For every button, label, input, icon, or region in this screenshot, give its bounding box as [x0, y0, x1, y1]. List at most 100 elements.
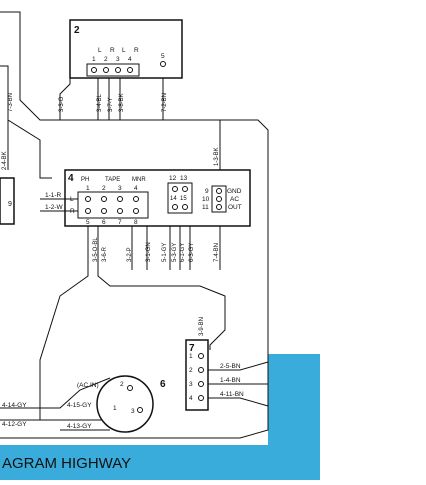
block-4-top-pin-4: 4	[134, 185, 138, 192]
block-4-top-pin-1: 1	[86, 185, 90, 192]
block-4-mid-14: 14	[170, 196, 177, 202]
wire-bus-2	[97, 226, 226, 350]
block-4-mid-15: 15	[180, 196, 187, 202]
block-4-mid-12: 12	[169, 175, 177, 182]
wire-7-3	[208, 397, 269, 407]
wire-label-2-5-bn: 2-5-BN	[220, 363, 241, 370]
block-7-pin-label-3: 3	[189, 381, 193, 388]
wire-top-left	[19, 30, 110, 121]
wire-label-2-4-bk: 2-4-BK	[2, 151, 8, 170]
block-4-top-pin-3: 3	[118, 185, 122, 192]
block-2-id: 2	[74, 25, 80, 36]
accent-panel	[268, 354, 320, 448]
block-4-pin-8	[133, 208, 139, 214]
block-4-pin-9	[216, 188, 222, 194]
wire-label-3-7-y: 3-7-Y	[108, 97, 114, 112]
wire-label-3-1-gn: 3-1-GN	[146, 242, 152, 262]
block-2-pin-5	[160, 61, 166, 67]
block-4-mid-13: 13	[180, 175, 188, 182]
block-2-pin-label-3: 3	[116, 56, 120, 63]
wire-label-4-13-gy: 4-13-GY	[67, 423, 92, 430]
block-4-bottom-pin-6: 6	[102, 219, 106, 226]
accent-panel-bottom	[0, 445, 320, 480]
block-2-connector	[86, 63, 140, 77]
block-7-pin-4	[198, 395, 204, 401]
block-2-pin-4	[127, 67, 133, 73]
wire-label-6-3-gy: 6-3-GY	[189, 243, 195, 262]
block-4-pin-1	[85, 196, 91, 202]
wire-label-4-12-gy: 4-12-GY	[2, 421, 27, 428]
wire-label-1-1-r: 1-1-R	[45, 192, 62, 199]
block-4-group-mnr: MNR	[132, 177, 146, 183]
block-4-out: OUT	[228, 204, 242, 211]
block-4-bottom-pin-7: 7	[118, 219, 122, 226]
block-2-letter-4: R	[134, 47, 139, 54]
block-4-pin-5	[85, 208, 91, 214]
block-4-pin-2	[101, 196, 107, 202]
wire-label-3-3-o: 3-3-O	[59, 96, 65, 112]
block-4-connector-main	[77, 191, 149, 219]
block-2-letter-1: L	[98, 47, 102, 54]
left-block-pin: 9	[8, 201, 12, 208]
wire-label-1-2-w: 1-2-W	[45, 204, 64, 211]
wire-to-6	[0, 377, 111, 409]
block-7-id: 7	[189, 343, 195, 354]
block-4-right-9: 9	[205, 188, 209, 195]
block-4-pin-7	[117, 208, 123, 214]
wire-label-4-15-gy: 4-15-GY	[67, 402, 92, 409]
block-4-ac: AC	[230, 196, 239, 203]
block-2-pin-label-1: 1	[92, 56, 96, 63]
block-4-group-tape: TAPE	[105, 177, 120, 183]
block-4-pin-3	[117, 196, 123, 202]
block-4-pin-10	[216, 196, 222, 202]
block-4-top-pin-2: 2	[102, 185, 106, 192]
wire-label-3-9-bn: 3-9-BN	[199, 317, 205, 336]
block-6-id: 6	[160, 379, 166, 390]
block-4-pin-11	[216, 204, 222, 210]
wire-frame-right	[0, 119, 269, 439]
block-7-pin-label-4: 4	[189, 395, 193, 402]
wire-label-3-2-p: 3-2-P	[127, 247, 133, 262]
block-4-pin-6	[101, 208, 107, 214]
block-4-bottom-pin-5: 5	[86, 219, 90, 226]
block-7-pin-3	[198, 381, 204, 387]
wire-label-5-3-gy: 5-3-GY	[172, 243, 178, 262]
left-block-box	[0, 177, 15, 225]
block-6-pin-label-3: 3	[131, 408, 135, 415]
block-4-right-10: 10	[202, 196, 210, 203]
block-2-letter-2: R	[110, 47, 115, 54]
wire-label-1-3-bk: 1-3-BK	[214, 147, 220, 166]
block-2-pin-2	[103, 67, 109, 73]
block-2-letter-3: L	[122, 47, 126, 54]
wire-label-1-4-bn: 1-4-BN	[220, 377, 241, 384]
wire-7-1	[208, 361, 269, 371]
block-4-gnd: GND	[227, 188, 242, 195]
block-6-pin-label-2: 2	[120, 381, 124, 388]
wire-label-7-4-bn: 7-4-BN	[214, 243, 220, 262]
wire-label-5-1-gy: 5-1-GY	[162, 243, 168, 262]
block-4-pin-13	[182, 186, 188, 192]
block-4-pin-4	[133, 196, 139, 202]
block-6-pin-label-1: 1	[113, 405, 117, 412]
block-4-pin-14	[172, 204, 178, 210]
wire-label-3-5-o-bl: 3-5-O-BL	[93, 237, 99, 262]
wire-label-3-8-bk: 3-8-BK	[119, 93, 125, 112]
block-7-pin-2	[198, 367, 204, 373]
block-4-pin-15	[182, 204, 188, 210]
block-4-group-ph: PH	[81, 177, 89, 183]
block-2-pin-3	[115, 67, 121, 73]
block-7-pin-1	[198, 353, 204, 359]
wire-bus	[0, 226, 89, 421]
block-4-connector-mid	[167, 182, 193, 214]
block-2-pin-label-4: 4	[128, 56, 132, 63]
block-7-pin-label-2: 2	[189, 367, 193, 374]
block-4-pin-12	[172, 186, 178, 192]
block-4-bottom-pin-8: 8	[134, 219, 138, 226]
block-6-pin-2	[127, 385, 133, 391]
block-4-id: 4	[68, 173, 74, 184]
wire-label-4-11-bn: 4-11-BN	[220, 391, 244, 398]
block-2-pin-label-2: 2	[104, 56, 108, 63]
wire-label-4-14-gy: 4-14-GY	[2, 402, 27, 409]
